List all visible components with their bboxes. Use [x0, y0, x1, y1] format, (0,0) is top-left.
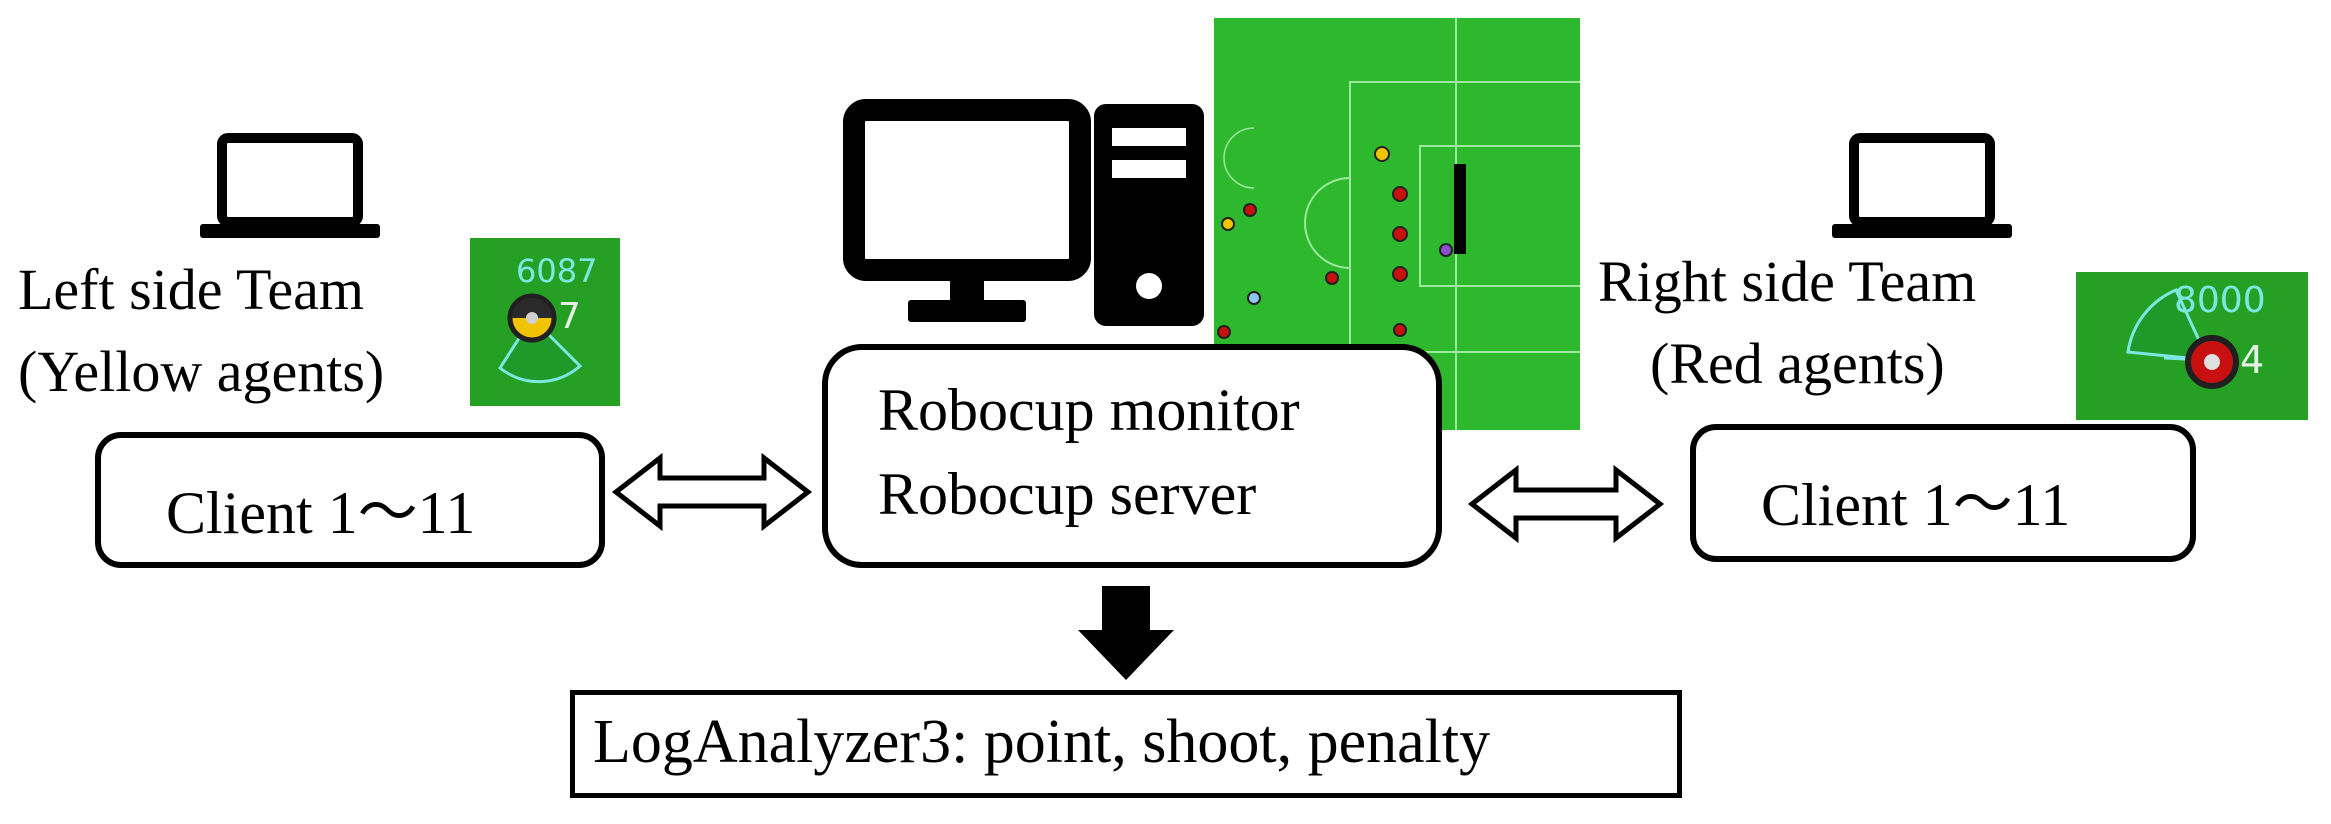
red-player	[1439, 243, 1453, 257]
field-players	[1217, 146, 1453, 339]
yellow-player	[1247, 291, 1261, 305]
laptop-icon	[200, 133, 380, 238]
red-player	[1392, 186, 1408, 202]
left-bidirectional-arrow-icon	[611, 452, 813, 532]
red-agent-number: 4	[2240, 338, 2265, 382]
right-client-label: Client 1～11	[1761, 472, 2071, 538]
right-client-box: Client 1～11	[1690, 424, 2196, 562]
yellow-agent-panel: 6087 7	[470, 238, 620, 406]
yellow-agent-stamina: 6087	[516, 252, 598, 290]
red-agent-vision-cone-icon	[2126, 288, 2239, 389]
log-analyzer-box: LogAnalyzer3: point, shoot, penalty	[570, 690, 1682, 798]
red-player	[1217, 325, 1231, 339]
left-team-title: Left side Team	[18, 257, 364, 322]
yellow-player	[1374, 146, 1390, 162]
desktop-computer-icon	[843, 99, 1204, 326]
server-monitor-label: Robocup monitor	[878, 377, 1300, 443]
right-team-title: Right side Team	[1598, 249, 1977, 314]
yellow-player	[1221, 217, 1235, 231]
server-box: Robocup monitor Robocup server	[822, 344, 1442, 568]
log-analyzer-label: LogAnalyzer3: point, shoot, penalty	[593, 708, 1491, 776]
laptop-icon	[1832, 133, 2012, 238]
left-team-subtitle: (Yellow agents)	[18, 339, 385, 404]
left-client-label: Client 1～11	[166, 480, 476, 546]
red-player	[1392, 266, 1408, 282]
red-player	[1243, 203, 1257, 217]
red-agent-stamina: 8000	[2174, 280, 2266, 321]
left-client-box: Client 1～11	[95, 432, 605, 568]
red-agent-panel: 8000 4	[2076, 272, 2308, 420]
right-team-subtitle: (Red agents)	[1650, 331, 1945, 396]
server-server-label: Robocup server	[878, 461, 1257, 527]
yellow-agent-number: 7	[558, 296, 581, 337]
red-player	[1393, 323, 1407, 337]
red-player	[1325, 271, 1339, 285]
red-player	[1392, 226, 1408, 242]
down-arrow-icon	[1078, 586, 1174, 680]
yellow-agent-vision-cone-icon	[498, 293, 583, 384]
right-bidirectional-arrow-icon	[1467, 464, 1665, 544]
soccer-field-lines	[1223, 18, 1580, 430]
